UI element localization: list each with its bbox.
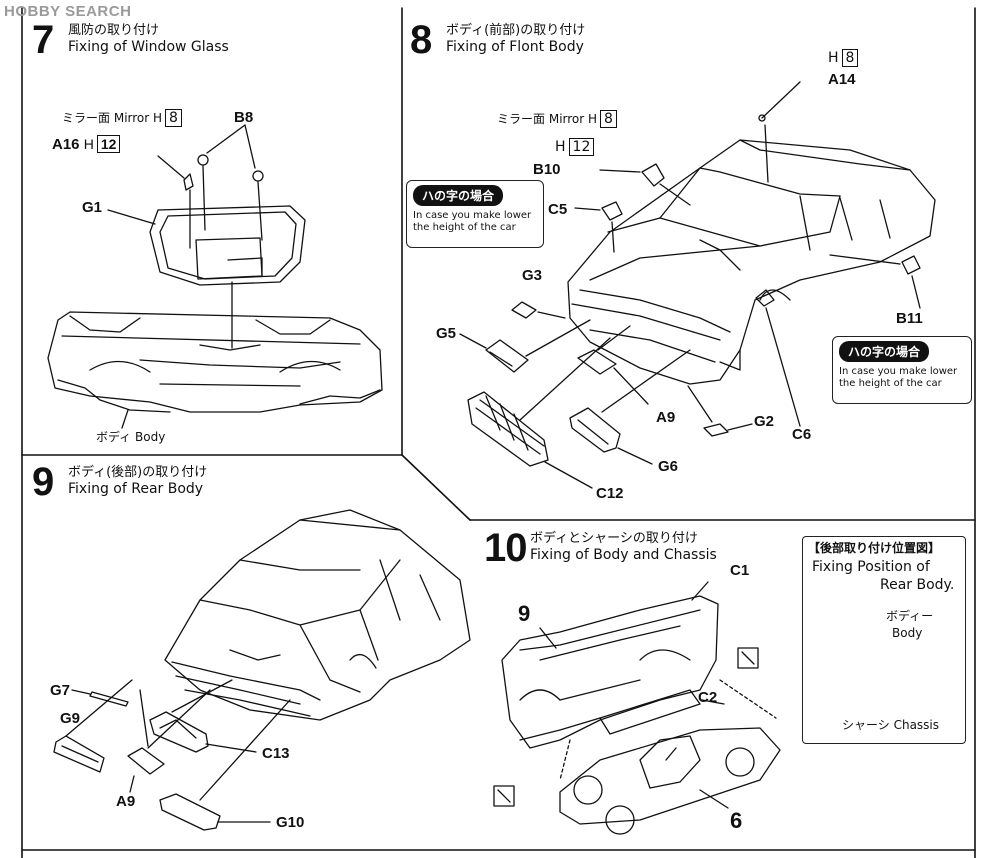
fixing-position-chassis-label: シャーシ Chassis [842, 719, 939, 731]
step7-mirror-jp: ミラー面 [62, 111, 111, 125]
step7-part-g1: G1 [82, 199, 103, 216]
step8-part-b10: B10 [533, 161, 561, 178]
step9-rear-body-art [53, 509, 471, 831]
fixing-position-box [802, 536, 966, 744]
step8-part-g2: G2 [754, 413, 775, 430]
step7-window-glass-art [47, 124, 383, 429]
step7-body-jp: ボディ [96, 430, 132, 444]
step10-number: 10 [484, 526, 527, 570]
step8-front-body-art [459, 81, 936, 489]
step8-note-right: ハの字の場合 In case you make lower the height… [832, 336, 972, 404]
step10-body-chassis-art [493, 581, 781, 835]
panel-dividers [21, 7, 976, 858]
step8-note-left: ハの字の場合 In case you make lower the height… [406, 180, 544, 248]
step8-number: 8 [410, 18, 432, 62]
step8-part-a14: A14 [828, 71, 856, 88]
step10-ref-9: 9 [518, 601, 531, 626]
step7-mirror-en: Mirror H [113, 111, 163, 125]
step7-part-b8: B8 [234, 109, 254, 126]
step9-part-c13: C13 [262, 745, 290, 762]
step8-note-right-badge: ハの字の場合 [839, 341, 930, 362]
step8-part-b11: B11 [896, 310, 923, 327]
step8-part-c6: C6 [792, 426, 812, 443]
step8-part-g5: G5 [436, 325, 457, 342]
step10-ref-6: 6 [730, 808, 743, 833]
step8-title-jp: ボディ(前部)の取り付け [446, 23, 586, 38]
step8-part-a9: A9 [656, 409, 676, 426]
step8-h12-h: H [555, 139, 566, 155]
fixing-position-title-en2: Rear Body. [880, 577, 955, 593]
step8-h12-box: 12 [568, 138, 595, 156]
step10-title-jp: ボディとシャーシの取り付け [530, 531, 698, 546]
step7-body-label: ボディ Body [96, 431, 165, 443]
step7-title-en: Fixing of Window Glass [68, 39, 229, 55]
step7-part-a16-h: H [83, 136, 94, 152]
step7-part-a16-box: 12 [96, 135, 121, 153]
watermark: HOBBY SEARCH [4, 3, 132, 20]
step8-title-en: Fixing of Flont Body [446, 39, 584, 55]
step8-part-g6: G6 [658, 458, 679, 475]
step8-part-g3: G3 [522, 267, 543, 284]
step10-part-c1: C1 [730, 562, 750, 579]
step8-mirror-box: 8 [600, 110, 617, 128]
step7-number: 7 [32, 18, 54, 62]
step8-part-c5: C5 [548, 201, 568, 218]
fixing-position-body-en: Body [892, 626, 923, 640]
step8-mirror-jp: ミラー面 [497, 112, 546, 126]
step8-mirror-en: Mirror H [548, 112, 598, 126]
step8-part-c12: C12 [596, 485, 624, 502]
step9-part-g7: G7 [50, 682, 71, 699]
fixing-position-title-jp: 【後部取り付け位置図】 [808, 541, 941, 555]
step9-title-jp: ボディ(後部)の取り付け [68, 465, 208, 480]
step10-title-en: Fixing of Body and Chassis [530, 547, 717, 563]
fixing-position-body-jp: ボディー [886, 609, 934, 623]
step8-h8-box: 8 [841, 49, 859, 67]
fixing-position-chassis-jp: シャーシ [842, 718, 890, 732]
step10-part-c2: C2 [698, 689, 718, 706]
fixing-position-chassis-en: Chassis [893, 718, 940, 732]
step7-part-a16-code: A16 [52, 136, 80, 153]
step9-part-a9: A9 [116, 793, 136, 810]
step7-mirror-box: 8 [165, 109, 182, 127]
step8-h8-h: H [828, 50, 839, 66]
step8-note-left-badge: ハの字の場合 [413, 185, 504, 206]
fixing-position-title-en1: Fixing Position of [812, 559, 930, 575]
step8-note-left-text: In case you make lower the height of the… [413, 210, 532, 233]
step9-part-g10: G10 [276, 814, 305, 831]
step7-body-en: Body [135, 430, 166, 444]
step9-number: 9 [32, 460, 54, 504]
step9-title-en: Fixing of Rear Body [68, 481, 204, 497]
step9-part-g9: G9 [60, 710, 81, 727]
step7-title-jp: 風防の取り付け [68, 23, 160, 38]
step8-note-right-text: In case you make lower the height of the… [839, 366, 958, 389]
